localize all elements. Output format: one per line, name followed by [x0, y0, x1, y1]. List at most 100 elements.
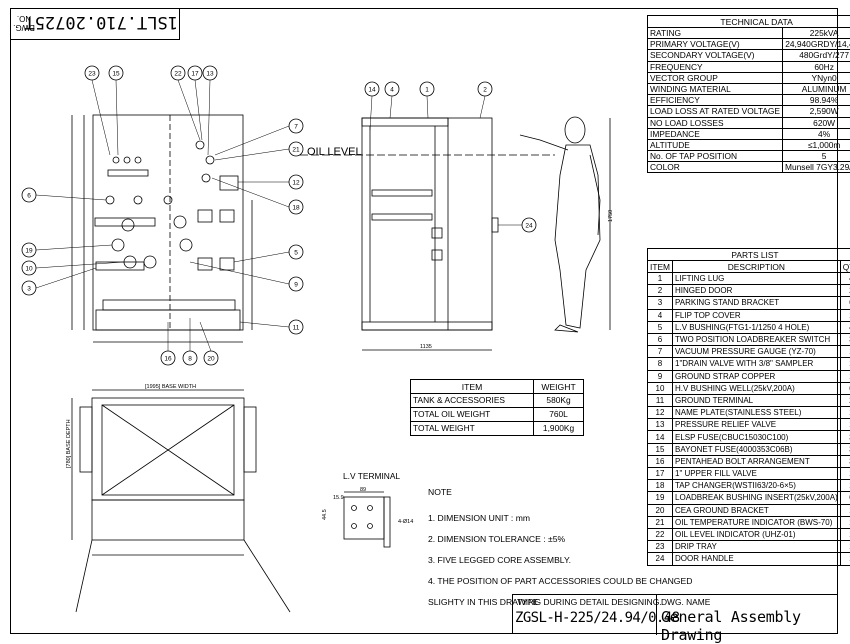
- balloon-4: 4: [390, 87, 394, 94]
- parts-header-description: DESCRIPTION: [673, 261, 841, 273]
- parts-item-no: 13: [648, 419, 673, 431]
- weight-value: 760L: [534, 408, 584, 422]
- parts-description: LOADBREAK BUSHING INSERT(25kV,200A): [673, 492, 841, 504]
- note-line: 1. DIMENSION UNIT : mm: [428, 512, 692, 533]
- balloon-9: 9: [294, 282, 298, 289]
- tech-param: NO LOAD LOSSES: [648, 117, 783, 128]
- balloon-3: 3: [27, 286, 31, 293]
- parts-list-title: PARTS LIST: [648, 249, 850, 261]
- tech-param: EFFICIENCY: [648, 95, 783, 106]
- parts-item-no: 17: [648, 468, 673, 480]
- tech-value: ALUMINUM: [783, 83, 850, 94]
- balloon-18: 18: [292, 205, 300, 212]
- parts-description: NAME PLATE(STAINLESS STEEL): [673, 407, 841, 419]
- parts-item-no: 12: [648, 407, 673, 419]
- tech-row: SECONDARY VOLTAGE(V)480GrdY/277: [648, 50, 850, 61]
- balloon-12: 12: [292, 180, 300, 187]
- parts-qty: 1: [840, 407, 850, 419]
- tech-value: 98.94%: [783, 95, 850, 106]
- parts-description: DOOR HANDLE: [673, 553, 841, 565]
- balloon-7: 7: [294, 124, 298, 131]
- parts-description: TWO POSITION LOADBREAKER SWITCH: [673, 333, 841, 345]
- parts-row: 81"DRAIN VALVE WITH 3/8" SAMPLER1: [648, 358, 850, 370]
- balloon-10: 10: [25, 266, 33, 273]
- parts-description: OIL TEMPERATURE INDICATOR (BWS-70): [673, 516, 841, 528]
- parts-qty: 1: [840, 309, 850, 321]
- parts-item-no: 6: [648, 333, 673, 345]
- weight-value: 1,900Kg: [534, 422, 584, 436]
- lv-dim-44: 44.5: [322, 509, 328, 520]
- parts-header-qty: QTY: [840, 261, 850, 273]
- lv-dim-15: 15.9: [333, 495, 344, 501]
- notes-title: NOTE: [428, 486, 692, 512]
- balloon-14: 14: [368, 87, 376, 94]
- tech-value: YNyn0: [783, 72, 850, 83]
- parts-description: 1"DRAIN VALVE WITH 3/8" SAMPLER: [673, 358, 841, 370]
- parts-description: GROUND TERMINAL: [673, 394, 841, 406]
- parts-row: 5L.V BUSHING(FTG1-1/1250 4 HOLE)4: [648, 321, 850, 333]
- parts-header-item: ITEM: [648, 261, 673, 273]
- tech-param: VECTOR GROUP: [648, 72, 783, 83]
- parts-description: HINGED DOOR: [673, 285, 841, 297]
- tech-param: FREQUENCY: [648, 61, 783, 72]
- parts-item-no: 9: [648, 370, 673, 382]
- dim-base-width: [1995] BASE WIDTH: [145, 384, 196, 390]
- front-view-body: [93, 115, 243, 330]
- parts-qty: 1: [840, 516, 850, 528]
- parts-qty: 3: [840, 333, 850, 345]
- tech-param: ALTITUDE: [648, 139, 783, 150]
- parts-description: BAYONET FUSE(4000353C06B): [673, 443, 841, 455]
- parts-item-no: 10: [648, 382, 673, 394]
- parts-qty: 1: [840, 553, 850, 565]
- tech-param: SECONDARY VOLTAGE(V): [648, 50, 783, 61]
- balloon-23: 23: [88, 71, 96, 78]
- note-line: 3. FIVE LEGGED CORE ASSEMBLY.: [428, 554, 692, 575]
- balloon-11: 11: [293, 325, 300, 332]
- type-value: ZGSL-H-225/24.94/0.48: [515, 610, 679, 626]
- tech-value: 2,590W: [783, 106, 850, 117]
- parts-item-no: 1: [648, 273, 673, 285]
- balloon-19: 19: [25, 248, 33, 255]
- tech-value: ≤1,000m: [783, 139, 850, 150]
- balloon-2: 2: [483, 87, 487, 94]
- parts-description: DRIP TRAY: [673, 541, 841, 553]
- dwg-name-label: DWG. NAME: [661, 597, 710, 607]
- tech-param: PRIMARY VOLTAGE(V): [648, 39, 783, 50]
- parts-item-no: 16: [648, 455, 673, 467]
- parts-qty: 3: [840, 431, 850, 443]
- dim-height: 1750: [608, 210, 614, 222]
- oil-level-label: OIL LEVEL: [307, 146, 362, 158]
- technical-data-title: TECHNICAL DATA: [648, 16, 850, 28]
- parts-description: H.V BUSHING WELL(25kV,200A): [673, 382, 841, 394]
- note-line: 2. DIMENSION TOLERANCE : ±5%: [428, 533, 692, 554]
- parts-description: PRESSURE RELIEF VALVE: [673, 419, 841, 431]
- parts-qty: 4: [840, 273, 850, 285]
- lv-dim-holes: 4-Ø14: [398, 519, 413, 525]
- balloon-15: 15: [112, 71, 120, 78]
- balloon-5: 5: [294, 250, 298, 257]
- lv-terminal-label: L.V TERMINAL: [343, 471, 400, 481]
- parts-qty: 1: [840, 346, 850, 358]
- parts-item-no: 11: [648, 394, 673, 406]
- balloon-6: 6: [27, 193, 31, 200]
- title-block: TYPE ZGSL-H-225/24.94/0.48 DWG. NAME Gen…: [512, 594, 838, 634]
- parts-description: GROUND STRAP COPPER: [673, 370, 841, 382]
- parts-qty: 6: [840, 297, 850, 309]
- tech-value: 60Hz: [783, 61, 850, 72]
- lv-dim-89: 89: [360, 487, 366, 493]
- parts-qty: 4: [840, 321, 850, 333]
- parts-item-no: 3: [648, 297, 673, 309]
